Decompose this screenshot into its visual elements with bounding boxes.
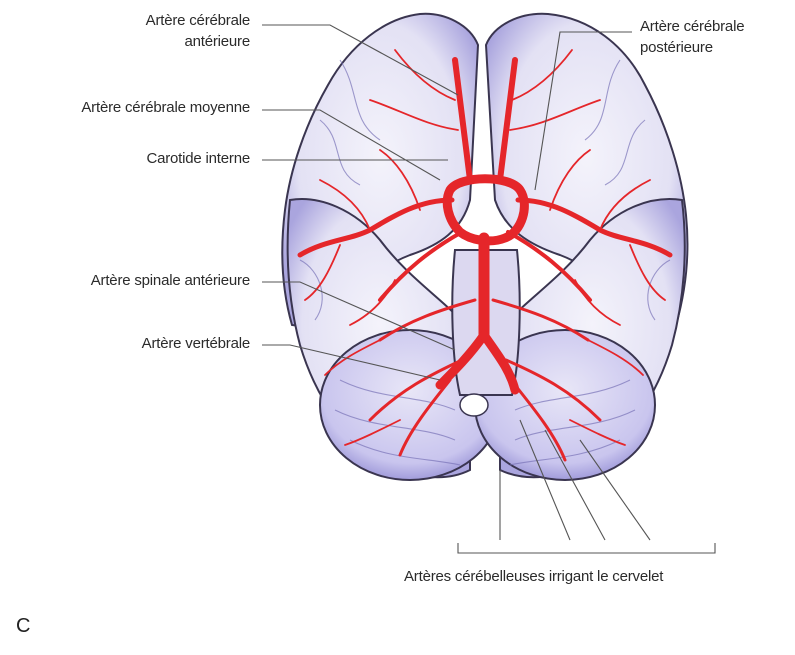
- label-posterior-cerebral-line2: postérieure: [640, 37, 744, 58]
- medulla-section: [460, 394, 488, 416]
- label-internal-carotid: Carotide interne: [146, 150, 250, 167]
- label-anterior-cerebral-line1: Artère cérébrale: [146, 10, 250, 31]
- label-posterior-cerebral-line1: Artère cérébrale: [640, 16, 744, 37]
- bracket-cerebellar: [458, 543, 715, 553]
- label-anterior-spinal-artery: Artère spinale antérieure: [91, 272, 250, 289]
- label-posterior-cerebral-artery: Artère cérébrale postérieure: [640, 16, 744, 58]
- label-anterior-cerebral-artery: Artère cérébrale antérieure: [146, 10, 250, 52]
- panel-letter: C: [16, 615, 30, 638]
- label-middle-cerebral-artery: Artère cérébrale moyenne: [81, 99, 250, 116]
- label-cerebellar-arteries: Artères cérébelleuses irrigant le cervel…: [404, 568, 663, 585]
- label-anterior-cerebral-line2: antérieure: [146, 31, 250, 52]
- label-vertebral-artery: Artère vertébrale: [142, 335, 250, 352]
